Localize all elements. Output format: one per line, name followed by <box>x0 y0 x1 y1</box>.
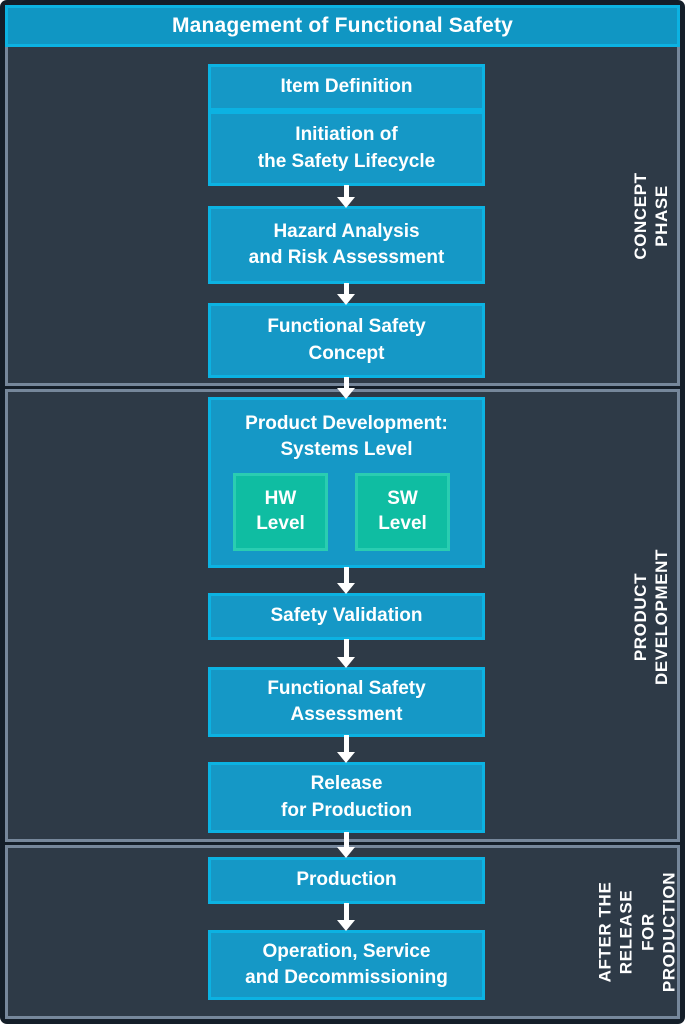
arrow-head <box>337 388 355 399</box>
arrow-head <box>337 920 355 931</box>
sub-step-sw-level: SW Level <box>355 473 450 551</box>
arrow-stem <box>343 377 349 389</box>
down-arrow-icon <box>336 185 356 208</box>
down-arrow-icon <box>336 283 356 305</box>
step-safety-validation: Safety Validation <box>208 593 485 640</box>
diagram-title: Management of Functional Safety <box>171 14 514 37</box>
arrow-stem <box>343 832 349 848</box>
down-arrow-icon <box>336 832 356 858</box>
arrow-head <box>337 752 355 763</box>
phase-label-product-development: PRODUCT DEVELOPMENT <box>630 548 671 685</box>
step-item-definition: Item Definition <box>208 64 485 111</box>
arrow-head <box>337 197 355 208</box>
step-functional-safety-assessment: Functional Safety Assessment <box>208 667 485 737</box>
step-hazard-analysis-risk-assessment: Hazard Analysis and Risk Assessment <box>208 206 485 284</box>
down-arrow-icon <box>336 639 356 668</box>
arrow-stem <box>343 903 349 921</box>
phase-label-after-release-for-production: AFTER THE RELEASE FOR PRODUCTION <box>595 871 679 993</box>
arrow-stem <box>343 567 349 584</box>
arrow-stem <box>343 185 349 198</box>
step-functional-safety-concept: Functional Safety Concept <box>208 303 485 378</box>
arrow-head <box>337 583 355 594</box>
phase-label-concept-phase: CONCEPT PHASE <box>630 172 671 260</box>
down-arrow-icon <box>336 735 356 763</box>
step-release-for-production: Release for Production <box>208 762 485 833</box>
arrow-head <box>337 294 355 305</box>
down-arrow-icon <box>336 903 356 931</box>
arrow-head <box>337 657 355 668</box>
diagram-title-bar: Management of Functional Safety <box>5 5 680 47</box>
sub-step-hw-level: HW Level <box>233 473 328 551</box>
arrow-head <box>337 847 355 858</box>
arrow-stem <box>343 283 349 295</box>
arrow-stem <box>343 735 349 753</box>
step-operation-service-decommissioning: Operation, Service and Decommissioning <box>208 930 485 1000</box>
down-arrow-icon <box>336 377 356 399</box>
step-production: Production <box>208 857 485 904</box>
down-arrow-icon <box>336 567 356 594</box>
arrow-stem <box>343 639 349 658</box>
step-initiation-of-safety-lifecycle: Initiation of the Safety Lifecycle <box>208 111 485 186</box>
